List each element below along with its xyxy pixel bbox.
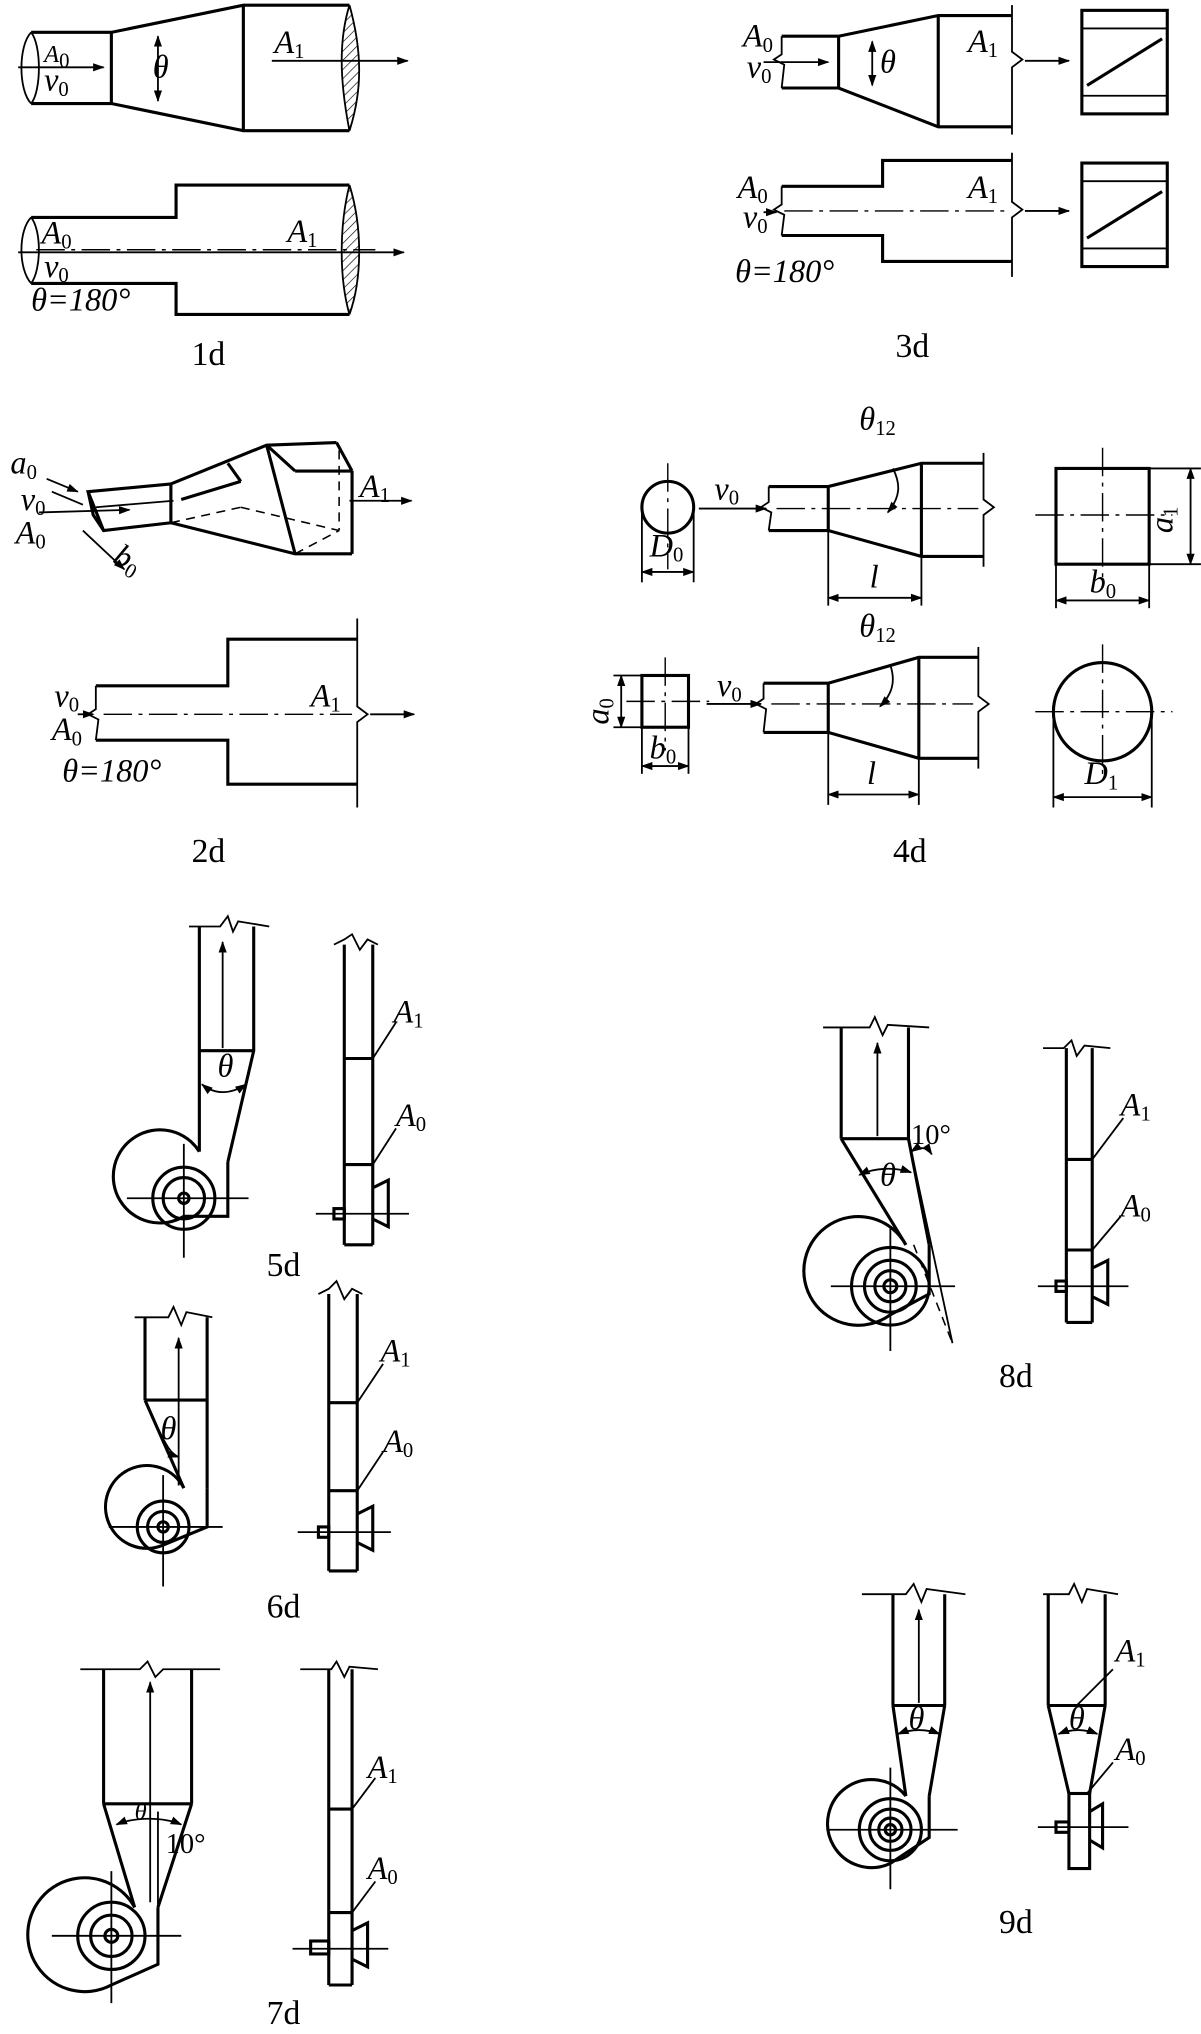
svg-text:v0: v0 xyxy=(743,199,768,238)
svg-text:A0: A0 xyxy=(381,1423,413,1462)
svg-text:D1: D1 xyxy=(1083,755,1118,794)
svg-text:θ12: θ12 xyxy=(859,401,896,440)
svg-text:A1: A1 xyxy=(1114,1633,1146,1672)
figure-9d-front: θ xyxy=(826,1582,966,1890)
svg-text:A0: A0 xyxy=(1119,1187,1151,1226)
figure-1d: A0 v0 θ A1 A0 v0 A1 θ=180° 1d xyxy=(18,3,409,373)
figure-6d: θ A1 A0 6d xyxy=(104,1279,413,1626)
svg-text:θ: θ xyxy=(908,1700,924,1736)
svg-text:v0: v0 xyxy=(717,667,742,706)
figure-3d-top-duct: A0 v0 θ A1 xyxy=(741,5,1169,135)
figure-1d-top-duct: A0 v0 θ A1 xyxy=(18,3,409,133)
svg-text:A0: A0 xyxy=(14,514,46,553)
figure-9d-caption: 9d xyxy=(999,1904,1033,1941)
figure-8d: θ 10° A1 A0 8d xyxy=(802,1014,1151,1395)
figure-7d-front: θ 10° xyxy=(26,1659,221,2004)
svg-text:A0: A0 xyxy=(1114,1731,1146,1770)
svg-text:A1: A1 xyxy=(309,678,341,717)
figure-5d-side: A1 A0 xyxy=(315,932,426,1247)
figure-2d-caption: 2d xyxy=(192,833,226,870)
svg-text:θ: θ xyxy=(880,43,896,79)
figure-5d: θ A1 A0 5d xyxy=(111,914,426,1284)
svg-text:θ=180°: θ=180° xyxy=(62,753,161,789)
svg-text:b0: b0 xyxy=(106,536,149,583)
svg-text:A1: A1 xyxy=(272,24,304,63)
svg-text:A1: A1 xyxy=(379,1332,411,1371)
figure-8d-caption: 8d xyxy=(999,1358,1033,1395)
svg-text:D0: D0 xyxy=(649,527,684,566)
svg-text:θ: θ xyxy=(161,1410,177,1446)
svg-text:A0: A0 xyxy=(736,169,768,208)
figure-2d: a0 v0 A0 b0 A1 v0 A0 A1 θ=180° 2d xyxy=(10,440,416,870)
figure-7d: θ 10° A1 A0 7d xyxy=(26,1659,398,2032)
svg-text:v0: v0 xyxy=(44,62,69,101)
figure-3d-bottom-duct: A0 v0 A1 θ=180° xyxy=(735,152,1169,289)
svg-text:10°: 10° xyxy=(166,1829,206,1860)
figure-4d-caption: 4d xyxy=(893,833,927,870)
svg-text:A0: A0 xyxy=(741,18,773,57)
svg-text:a1: a1 xyxy=(1143,507,1182,534)
figure-8d-front: θ 10° xyxy=(802,1014,956,1351)
svg-text:θ: θ xyxy=(1069,1700,1085,1736)
svg-text:A1: A1 xyxy=(285,213,317,252)
figure-3d-caption: 3d xyxy=(896,328,930,365)
svg-text:θ: θ xyxy=(135,1798,147,1825)
svg-text:A0: A0 xyxy=(42,41,69,72)
figure-8d-side: A1 A0 xyxy=(1037,1038,1151,1325)
svg-text:θ: θ xyxy=(217,1048,233,1084)
theta-label: θ xyxy=(153,49,169,85)
figure-4d-top: θ12 v0 D0 l a1 b0 xyxy=(640,401,1201,609)
svg-text:A1: A1 xyxy=(966,23,998,62)
figure-7d-caption: 7d xyxy=(267,1995,301,2029)
figure-2d-top-duct: a0 v0 A0 b0 A1 xyxy=(10,440,413,584)
svg-text:A1: A1 xyxy=(358,468,390,507)
figure-5d-front: θ xyxy=(111,914,270,1258)
svg-text:b0: b0 xyxy=(650,729,677,768)
svg-text:A1: A1 xyxy=(1119,1086,1151,1125)
svg-text:v0: v0 xyxy=(747,49,772,88)
svg-text:a0: a0 xyxy=(579,698,618,725)
figure-6d-front: θ xyxy=(104,1304,223,1587)
figure-5d-caption: 5d xyxy=(267,1247,301,1284)
svg-text:l: l xyxy=(867,755,876,791)
figure-9d: θ θ A1 A0 9d xyxy=(826,1581,1146,1941)
figure-6d-side: A1 A0 xyxy=(297,1279,413,1573)
svg-text:A0: A0 xyxy=(39,214,71,253)
figure-1d-bottom-duct: A0 v0 A1 θ=180° xyxy=(18,183,405,318)
svg-text:10°: 10° xyxy=(911,1120,951,1151)
figure-6d-caption: 6d xyxy=(267,1589,301,1626)
svg-text:A0: A0 xyxy=(50,711,82,750)
svg-text:A1: A1 xyxy=(366,1749,398,1788)
figure-2d-bottom-duct: v0 A0 A1 θ=180° xyxy=(50,618,416,808)
svg-text:l: l xyxy=(870,558,879,594)
svg-text:θ12: θ12 xyxy=(859,608,896,647)
figure-3d: A0 v0 θ A1 A0 v0 A1 θ=180° 3d xyxy=(735,5,1169,365)
svg-text:a0: a0 xyxy=(10,445,37,484)
svg-text:θ: θ xyxy=(880,1156,896,1192)
figure-4d-bottom: θ12 a0 v0 b0 l D1 xyxy=(579,608,1173,808)
svg-text:A1: A1 xyxy=(391,993,423,1032)
svg-text:v0: v0 xyxy=(21,481,46,520)
svg-text:θ=180°: θ=180° xyxy=(31,282,130,318)
svg-text:v0: v0 xyxy=(44,248,69,287)
svg-text:v0: v0 xyxy=(54,678,79,717)
svg-text:v0: v0 xyxy=(714,470,739,509)
figure-4d: θ12 v0 D0 l a1 b0 xyxy=(579,401,1201,870)
svg-text:A0: A0 xyxy=(394,1097,426,1136)
svg-text:A0: A0 xyxy=(366,1850,398,1889)
figure-9d-side: θ A1 A0 xyxy=(1037,1581,1146,1871)
svg-text:θ=180°: θ=180° xyxy=(735,253,834,289)
figure-7d-side: A1 A0 xyxy=(292,1659,398,1987)
figure-1d-caption: 1d xyxy=(192,336,226,373)
svg-text:A1: A1 xyxy=(966,169,998,208)
svg-text:b0: b0 xyxy=(1090,564,1117,603)
